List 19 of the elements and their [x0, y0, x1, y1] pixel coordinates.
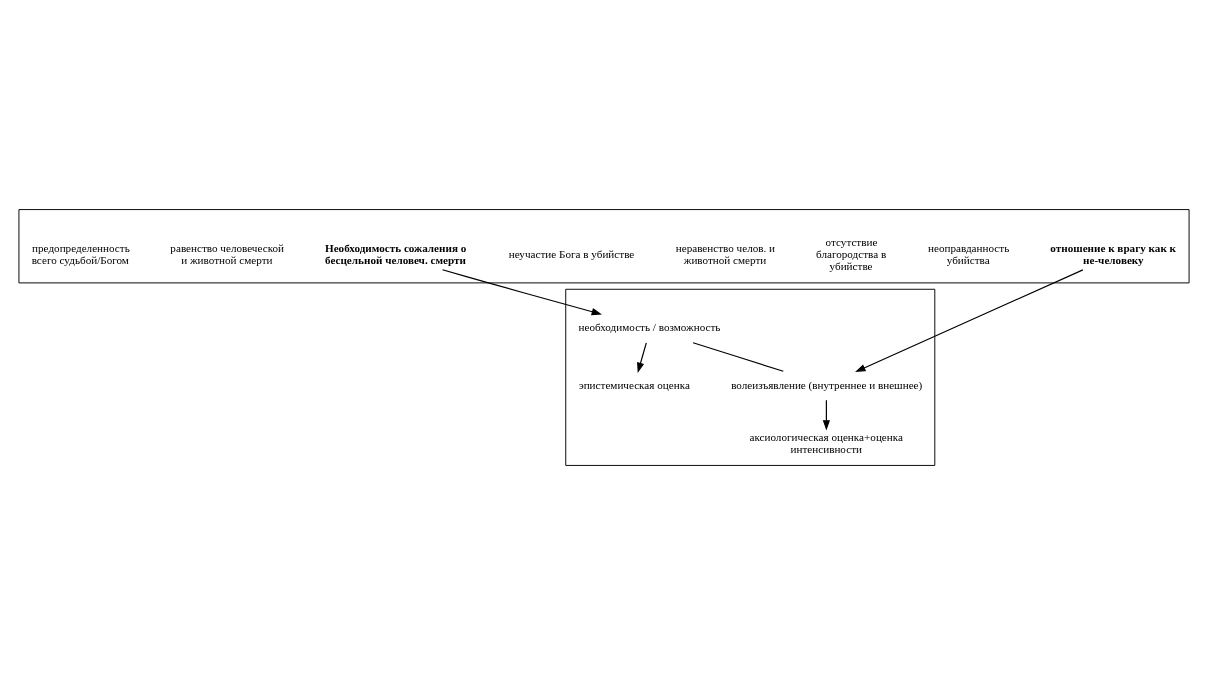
connector — [692, 341, 784, 372]
node-text: аксиологическая оценка+оценка интенсивности — [749, 430, 903, 455]
arrow — [637, 341, 647, 373]
node-text: волеизъявление (внутреннее и внешнее) — [731, 378, 923, 391]
node-text: предопределенность всего судьбой/Богом — [31, 241, 130, 266]
arrow — [441, 268, 602, 315]
node-text: неоправданность убийства — [928, 241, 1010, 266]
node-text: эпистемическая оценка — [578, 378, 690, 391]
cluster — [565, 288, 936, 466]
arrow — [822, 399, 831, 431]
node-text: Необходимость сожаления о бесцельной человеч. смерти — [325, 241, 467, 266]
cluster — [18, 208, 1190, 283]
node-text: неучастие Бога в убийстве — [508, 247, 635, 260]
node-text: отсутствие благородства в убийстве — [816, 235, 887, 272]
arrow — [855, 268, 1084, 372]
node-text: отношение к врагу как к не-человеку — [1050, 241, 1177, 266]
node-text: необходимость / возможность — [578, 320, 721, 333]
node-text: неравенство челов. и животной смерти — [675, 241, 776, 266]
node-text: равенство человеческой и животной смерти — [170, 241, 285, 266]
